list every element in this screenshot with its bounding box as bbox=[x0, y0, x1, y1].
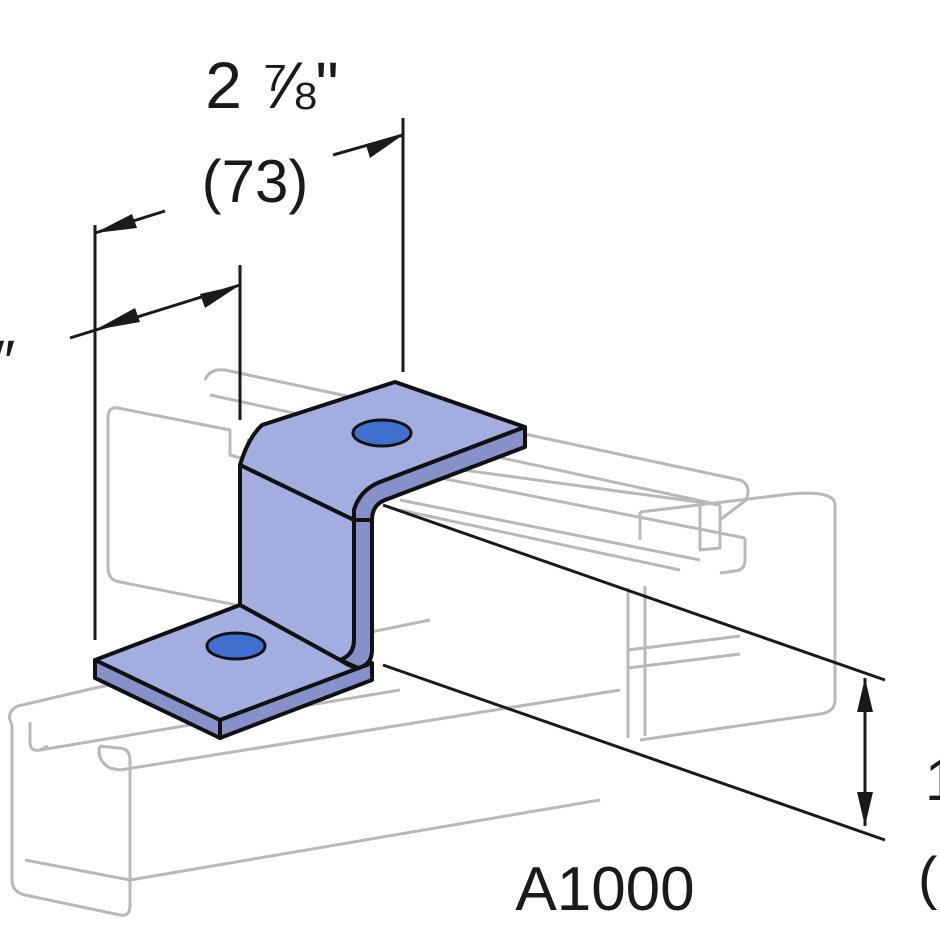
right-dimension-paren: ( bbox=[918, 846, 937, 911]
bottom-hole bbox=[205, 631, 267, 661]
dimension-arrows bbox=[95, 135, 873, 826]
z-bracket bbox=[93, 380, 527, 740]
width-dimension-inches: 2 ⅞" bbox=[205, 48, 339, 122]
top-hole bbox=[351, 418, 413, 448]
channel-label: A1000 bbox=[515, 855, 694, 924]
dimension-lines bbox=[69, 118, 886, 842]
bracket-bottom-side bbox=[218, 661, 374, 740]
right-dimension-fragment: 1 bbox=[925, 748, 940, 813]
left-dimension-fragment: ″ bbox=[0, 328, 15, 395]
bracket-holes bbox=[205, 418, 413, 661]
width-dimension-mm: (73) bbox=[202, 148, 309, 215]
